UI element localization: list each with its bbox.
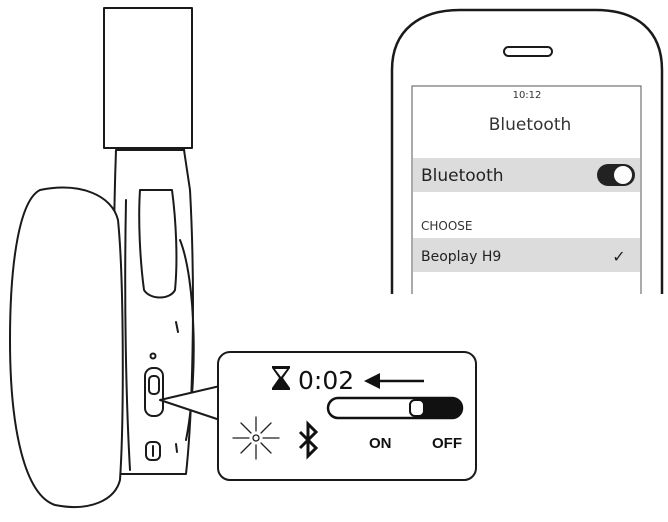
earcup-ring (179, 239, 195, 441)
power-switch-knob (409, 399, 425, 417)
bluetooth-row-label: Bluetooth (421, 166, 504, 186)
earcup-side-line (124, 199, 131, 471)
headband (103, 7, 193, 149)
phone-illustration: 10:12 Bluetooth Bluetooth CHOOSE Beoplay… (390, 8, 664, 294)
device-list-item[interactable]: Beoplay H9 ✓ (413, 238, 640, 272)
hourglass-icon (272, 366, 290, 390)
checkmark-icon: ✓ (612, 247, 625, 266)
switch-on-label: ON (369, 435, 392, 452)
earcup-tick (175, 321, 179, 333)
callout-pointer (159, 385, 221, 421)
ear-cushion (9, 186, 124, 509)
earcup-tick-2 (175, 443, 178, 453)
bluetooth-settings-row[interactable]: Bluetooth (413, 158, 640, 192)
status-time: 10:12 (513, 90, 542, 101)
bluetooth-icon (298, 420, 319, 460)
phone-speaker (503, 46, 553, 57)
section-header-choose: CHOOSE (421, 219, 473, 233)
microphone-hole (149, 352, 157, 360)
indicator-light-flashing-icon (232, 416, 280, 460)
screen-title: Bluetooth (489, 115, 572, 135)
yoke (138, 189, 178, 299)
callout-box: 0:02 ON OFF (217, 351, 477, 481)
bluetooth-toggle[interactable] (597, 164, 635, 186)
timer-value: 0:02 (298, 366, 354, 395)
headphone-switch-knob (148, 375, 160, 395)
switch-off-label: OFF (432, 435, 462, 452)
headphone-illustration (9, 7, 195, 509)
power-slide-switch (326, 396, 464, 420)
arrow-left-icon (364, 373, 424, 389)
device-name: Beoplay H9 (421, 249, 501, 265)
